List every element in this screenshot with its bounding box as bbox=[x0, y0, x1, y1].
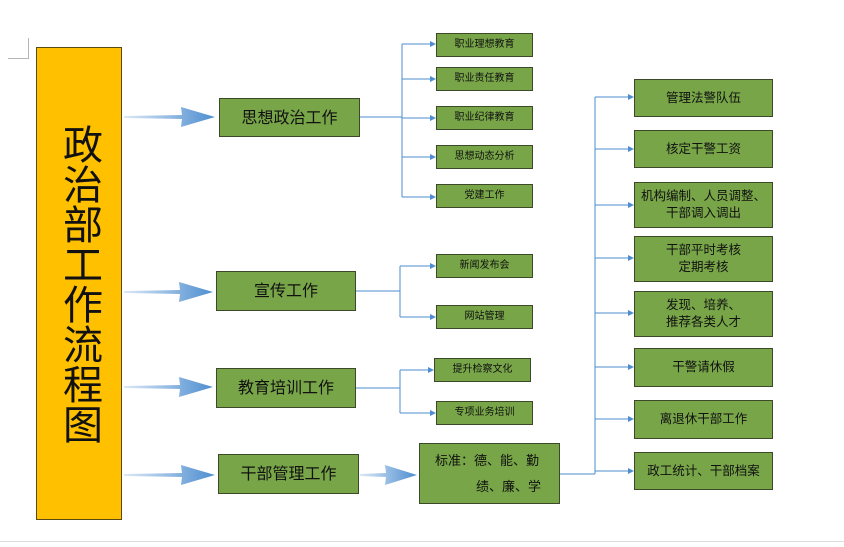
arrowhead-right-7 bbox=[628, 468, 634, 474]
cadre-task-line-1: 管理法警队伍 bbox=[665, 89, 741, 105]
arrowhead-right-6 bbox=[628, 416, 634, 422]
arrow-to-cat-0 bbox=[124, 107, 215, 127]
arrowhead-cat-2-item-0 bbox=[428, 367, 434, 373]
arrow-to-cat-2 bbox=[124, 377, 213, 397]
page-bottom-divider bbox=[0, 541, 844, 542]
sub-item-label: 网站管理 bbox=[464, 311, 505, 323]
sub-item-label: 职业理想教育 bbox=[454, 39, 515, 51]
arrowhead-right-0 bbox=[628, 94, 634, 100]
category-label: 思想政治工作 bbox=[241, 107, 338, 127]
arrowhead-cat-1-item-1 bbox=[430, 314, 436, 320]
cadre-task-line-2: 推荐各类人才 bbox=[665, 314, 741, 329]
sub-item-label: 职业纪律教育 bbox=[454, 112, 515, 124]
standard-line-1: 标准：德、能、勤 bbox=[435, 454, 540, 469]
cadre-task-box: 管理法警队伍 bbox=[634, 79, 773, 117]
category-box-ideology: 思想政治工作 bbox=[219, 98, 360, 137]
cadre-task-line-2: 定期考核 bbox=[678, 259, 729, 274]
sub-item-label: 职业责任教育 bbox=[454, 73, 515, 85]
cadre-task-line-1: 干部平时考核 bbox=[665, 242, 741, 258]
cadre-task-line-1: 机构编制、人员调整、 bbox=[640, 188, 766, 204]
category-box-cadre-management: 干部管理工作 bbox=[218, 454, 359, 494]
standard-line-2: 绩、廉、学 bbox=[476, 480, 542, 495]
sub-item-box: 职业责任教育 bbox=[436, 67, 533, 91]
cadre-task-box: 发现、培养、 推荐各类人才 bbox=[634, 291, 773, 337]
arrowhead-cat-1-item-0 bbox=[430, 263, 436, 269]
corner-crop-mark bbox=[8, 38, 29, 59]
sub-item-label: 党建工作 bbox=[464, 190, 505, 202]
cadre-task-box: 机构编制、人员调整、 干部调入调出 bbox=[634, 182, 773, 228]
sub-item-label: 专项业务培训 bbox=[454, 407, 515, 419]
cadre-task-box: 离退休干部工作 bbox=[634, 400, 773, 439]
sub-item-box: 职业理想教育 bbox=[436, 33, 533, 57]
category-box-publicity: 宣传工作 bbox=[216, 271, 356, 311]
diagram-title: 政治部工作流程图 bbox=[56, 123, 102, 444]
arrowhead-cat-0-item-4 bbox=[430, 194, 436, 200]
sub-item-box: 新闻发布会 bbox=[436, 254, 533, 278]
sub-item-box: 提升检察文化 bbox=[434, 358, 531, 382]
sub-item-box: 党建工作 bbox=[436, 184, 533, 208]
cadre-task-line-1: 核定干警工资 bbox=[665, 140, 741, 156]
category-label: 宣传工作 bbox=[253, 281, 318, 301]
sub-item-box: 网站管理 bbox=[436, 305, 533, 329]
arrowhead-right-1 bbox=[628, 146, 634, 152]
cadre-task-line-1: 政工统计、干部档案 bbox=[647, 462, 760, 478]
standard-box: 标准：德、能、勤 绩、廉、学 bbox=[419, 443, 560, 504]
arrowhead-cat-0-item-2 bbox=[430, 115, 436, 121]
sub-item-box: 专项业务培训 bbox=[436, 401, 533, 425]
arrow-to-standard bbox=[360, 465, 417, 485]
cadre-task-box: 干部平时考核 定期考核 bbox=[634, 236, 773, 282]
arrowhead-right-2 bbox=[628, 202, 634, 208]
cadre-task-line-1: 发现、培养、 bbox=[665, 297, 741, 313]
category-label: 教育培训工作 bbox=[237, 378, 334, 398]
arrow-to-cat-1 bbox=[124, 282, 213, 302]
arrowhead-cat-0-item-3 bbox=[430, 154, 436, 160]
sub-item-label: 思想动态分析 bbox=[454, 151, 515, 163]
sub-item-label: 新闻发布会 bbox=[459, 260, 510, 272]
arrowhead-right-5 bbox=[628, 364, 634, 370]
arrowhead-right-3 bbox=[628, 255, 634, 261]
cadre-task-line-2: 干部调入调出 bbox=[665, 205, 741, 220]
cadre-task-line-1: 干警请休假 bbox=[672, 359, 735, 375]
sub-item-label: 提升检察文化 bbox=[452, 364, 513, 376]
arrowhead-cat-0-item-0 bbox=[430, 41, 436, 47]
category-label: 干部管理工作 bbox=[240, 464, 337, 484]
arrowhead-right-4 bbox=[628, 310, 634, 316]
sub-item-box: 思想动态分析 bbox=[436, 145, 533, 169]
arrowhead-cat-2-item-1 bbox=[430, 410, 436, 416]
arrowhead-cat-0-item-1 bbox=[430, 76, 436, 82]
main-title-box: 政治部工作流程图 bbox=[36, 47, 122, 520]
cadre-task-box: 核定干警工资 bbox=[634, 130, 773, 168]
cadre-task-box: 干警请休假 bbox=[634, 348, 773, 387]
arrow-to-cat-3 bbox=[124, 465, 215, 485]
cadre-task-box: 政工统计、干部档案 bbox=[634, 452, 773, 490]
cadre-task-line-1: 离退休干部工作 bbox=[659, 411, 748, 427]
sub-item-box: 职业纪律教育 bbox=[436, 106, 533, 130]
category-box-training: 教育培训工作 bbox=[216, 368, 356, 408]
